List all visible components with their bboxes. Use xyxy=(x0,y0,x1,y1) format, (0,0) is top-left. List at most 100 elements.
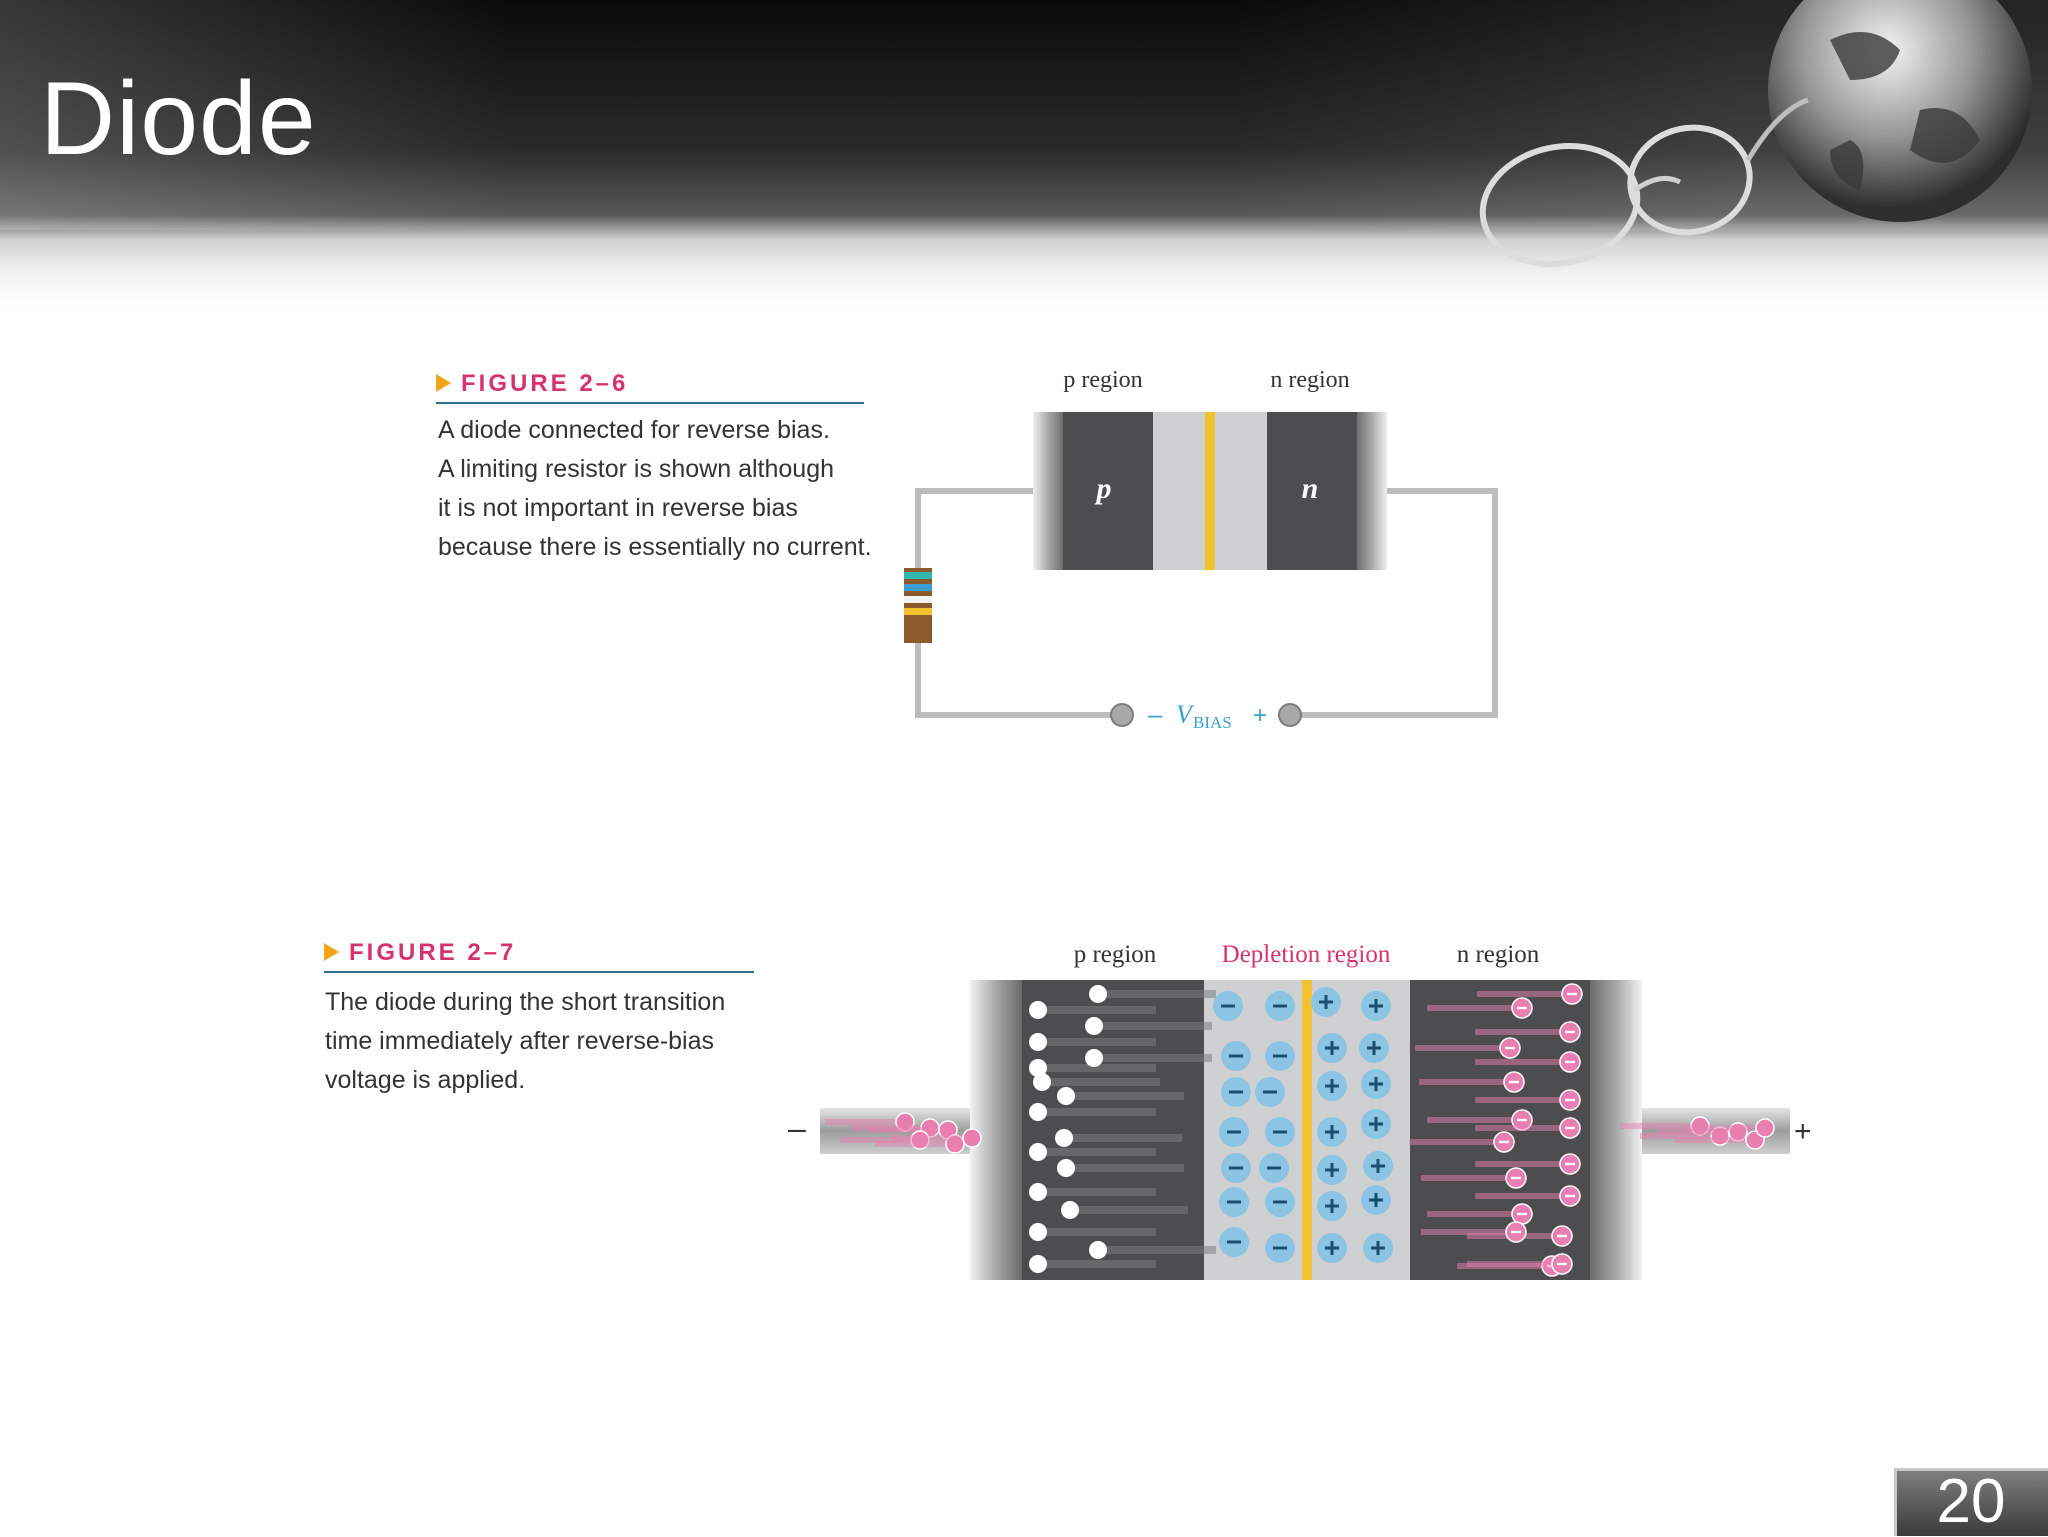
electron-minus xyxy=(1505,1046,1515,1050)
hole-dot xyxy=(1033,1073,1051,1091)
minus-sign xyxy=(1227,1240,1241,1244)
negative-terminal xyxy=(1110,703,1134,727)
electron-trail xyxy=(1421,1229,1506,1235)
electron-trail xyxy=(1475,1029,1560,1035)
figure-7-label: FIGURE 2–7 xyxy=(324,939,516,967)
caption-line: A limiting resistor is shown although xyxy=(438,455,835,483)
hole-trail xyxy=(1106,1246,1216,1254)
hole-dot xyxy=(1055,1129,1073,1147)
diode-body xyxy=(1033,412,1387,570)
hole-trail xyxy=(1046,1064,1156,1072)
hole-dot xyxy=(1029,1255,1047,1273)
minus-sign xyxy=(1229,1166,1243,1170)
hole-trail xyxy=(1046,1006,1156,1014)
caption-line: it is not important in reverse bias xyxy=(438,494,798,522)
n-letter: n xyxy=(1302,472,1319,505)
figure-6-rule xyxy=(436,402,864,404)
electron-minus xyxy=(1509,1080,1519,1084)
depletion-region-label: Depletion region xyxy=(1222,941,1391,968)
hole-dot xyxy=(1029,1059,1047,1077)
minus-sign xyxy=(1227,1200,1241,1204)
electron-trail xyxy=(1685,1125,1755,1131)
electron-minus xyxy=(1517,1212,1527,1216)
electron-trail xyxy=(1640,1133,1710,1139)
electron-trail xyxy=(1475,1193,1560,1199)
page-number-box xyxy=(1894,1468,2048,1536)
triangle-arrow-icon xyxy=(324,943,339,961)
hole-trail xyxy=(1046,1260,1156,1268)
plus-sign-v xyxy=(1376,1241,1380,1255)
hole-dot xyxy=(1029,1143,1047,1161)
electron-trail xyxy=(1620,1123,1690,1129)
vbias-plus: + xyxy=(1253,702,1267,729)
hole-dot xyxy=(1085,1049,1103,1067)
left-end-cap xyxy=(970,980,1022,1280)
figure-7-caption: The diode during the short transition ti… xyxy=(325,983,725,1100)
electron-trail xyxy=(1409,1139,1494,1145)
minus-sign xyxy=(1273,1130,1287,1134)
hole-dot xyxy=(1057,1087,1075,1105)
electron-minus xyxy=(1565,1060,1575,1064)
electron-minus xyxy=(1499,1140,1509,1144)
vbias-subscript: BIAS xyxy=(1193,713,1232,732)
hole-trail xyxy=(1046,1148,1156,1156)
electron-trail xyxy=(1415,1045,1500,1051)
electron xyxy=(962,1128,982,1148)
minus-sign xyxy=(1273,1004,1287,1008)
hole-trail xyxy=(1106,990,1216,998)
charge-carriers xyxy=(825,983,1775,1277)
minus-sign xyxy=(1273,1246,1287,1250)
hole-trail xyxy=(1102,1022,1212,1030)
header-banner xyxy=(0,0,2048,310)
hole-dot xyxy=(1057,1159,1075,1177)
hole-dot xyxy=(1029,1033,1047,1051)
electron-trail xyxy=(1421,1175,1506,1181)
electron-minus xyxy=(1567,992,1577,996)
electron-trail xyxy=(1475,1097,1560,1103)
hole-dot xyxy=(1089,985,1107,1003)
electron-trail xyxy=(868,1127,938,1133)
hole-trail xyxy=(1046,1228,1156,1236)
hole-dot xyxy=(1029,1183,1047,1201)
hole-trail xyxy=(1046,1108,1156,1116)
hole-dot xyxy=(1029,1001,1047,1019)
electron-trail xyxy=(840,1137,910,1143)
electron-minus xyxy=(1565,1098,1575,1102)
hole-trail xyxy=(1074,1092,1184,1100)
hole-dot xyxy=(1089,1241,1107,1259)
plus-sign-v xyxy=(1330,1041,1334,1055)
electron-minus xyxy=(1557,1234,1567,1238)
caption-line: because there is essentially no current. xyxy=(438,533,872,561)
vbias-minus: – xyxy=(1148,699,1163,729)
hole-trail xyxy=(1102,1054,1212,1062)
hole-trail xyxy=(1078,1206,1188,1214)
n-region-label: n region xyxy=(1270,367,1349,393)
electron-minus xyxy=(1517,1006,1527,1010)
plus-sign-v xyxy=(1372,1041,1376,1055)
electron-minus xyxy=(1565,1162,1575,1166)
plus-sign-v xyxy=(1374,999,1378,1013)
hole-trail xyxy=(1050,1078,1160,1086)
hole-dot xyxy=(1061,1201,1079,1219)
header-banner-sheen xyxy=(0,0,2048,230)
n-region-label: n region xyxy=(1457,941,1540,968)
caption-line: A diode connected for reverse bias. xyxy=(438,416,830,444)
plus-sign-v xyxy=(1330,1163,1334,1177)
caption-line: The diode during the short transition xyxy=(325,988,726,1016)
minus-sign xyxy=(1267,1166,1281,1170)
minus-sign xyxy=(1273,1200,1287,1204)
electron-minus xyxy=(1517,1118,1527,1122)
figure-7-rule xyxy=(324,971,754,973)
figure-6-label-text: FIGURE 2–6 xyxy=(461,370,629,397)
plus-sign-v xyxy=(1324,995,1328,1009)
hole-dot xyxy=(1029,1103,1047,1121)
page-number: 20 xyxy=(1936,1467,2006,1536)
electron-trail xyxy=(1475,1161,1560,1167)
figure-6-label: FIGURE 2–6 xyxy=(436,370,628,398)
minus-sign xyxy=(1221,1004,1235,1008)
electron-trail xyxy=(1467,1261,1552,1267)
right-terminal-sign: + xyxy=(1794,1115,1812,1148)
p-region-label: p region xyxy=(1074,941,1157,968)
plus-sign-v xyxy=(1330,1079,1334,1093)
electron-trail xyxy=(1427,1117,1512,1123)
